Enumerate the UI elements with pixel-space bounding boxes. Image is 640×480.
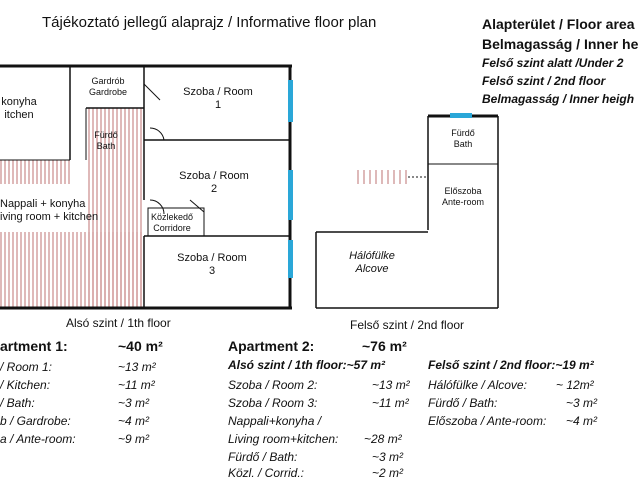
header-under-2nd: Felső szint alatt /Under 2 bbox=[482, 56, 624, 70]
apt2-upper-row: Fürdő / Bath:~3 m² bbox=[428, 396, 598, 410]
apt1-row: / Room 1:~13 m² bbox=[0, 360, 156, 374]
apt2-upper-heading: Felső szint / 2nd floor:~19 m² bbox=[428, 358, 594, 372]
caption-upper-floor: Felső szint / 2nd floor bbox=[350, 318, 465, 332]
apt2-upper-row: Előszoba / Ante-room:~4 m² bbox=[428, 414, 598, 428]
header-inner-height: Belmagasság / Inner he bbox=[482, 36, 639, 52]
plan-title: Tájékoztató jellegű alaprajz / Informati… bbox=[42, 14, 377, 31]
header-floor-area: Alapterület / Floor area bbox=[482, 16, 635, 32]
apt2-row: Szoba / Room 2:~13 m² bbox=[228, 378, 410, 392]
apt2-row: Közl. / Corrid.:~2 m² bbox=[228, 466, 404, 480]
header-2nd-floor: Felső szint / 2nd floor bbox=[482, 74, 606, 88]
apt1-row: b / Gardrobe:~4 m² bbox=[0, 414, 150, 428]
apt2-row: Szoba / Room 3:~11 m² bbox=[228, 396, 409, 410]
apartment1-name: artment 1: bbox=[0, 338, 68, 354]
apt2-row: Nappali+konyha / bbox=[228, 414, 322, 428]
apartment2-total: ~76 m² bbox=[362, 338, 407, 354]
apt2-row: Living room+kitchen:~28 m² bbox=[228, 432, 402, 446]
window-room1 bbox=[288, 80, 293, 122]
apt1-row: / Bath:~3 m² bbox=[0, 396, 150, 410]
apartment1-total: ~40 m² bbox=[118, 338, 163, 354]
stairs-upper bbox=[357, 170, 407, 184]
apartment2-name: Apartment 2: bbox=[228, 338, 315, 354]
window-upper-bath bbox=[450, 113, 472, 118]
caption-lower-floor: Alsó szint / 1th floor bbox=[66, 316, 171, 330]
window-room3 bbox=[288, 240, 293, 278]
header-inner-height-2: Belmagasság / Inner heigh bbox=[482, 92, 635, 106]
apt1-row: a / Ante-room:~9 m² bbox=[0, 432, 150, 446]
hatch-living-area bbox=[0, 232, 142, 308]
apt2-upper-row: Hálófülke / Alcove:~ 12m² bbox=[428, 378, 594, 392]
apt2-lower-heading: Alsó szint / 1th floor:~57 m² bbox=[228, 358, 386, 372]
hatch-stairs bbox=[0, 160, 70, 184]
window-room2 bbox=[288, 170, 293, 220]
apt1-row: / Kitchen:~11 m² bbox=[0, 378, 155, 392]
apt2-row: Fürdő / Bath:~3 m² bbox=[228, 450, 404, 464]
